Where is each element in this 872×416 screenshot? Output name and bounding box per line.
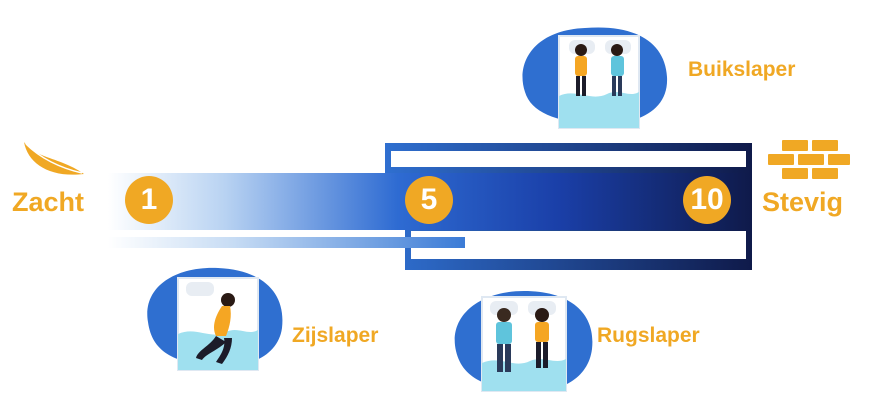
side-sleeper-label: Zijslaper — [292, 324, 379, 347]
brick-wall-icon — [768, 140, 850, 179]
back-sleeper-label: Rugslaper — [597, 324, 700, 347]
scale-mark-1: 1 — [125, 176, 173, 224]
back-sleeper-illustration — [454, 291, 593, 392]
firm-label: Stevig — [762, 187, 844, 217]
scale-mark-5: 5 — [405, 176, 453, 224]
stomach-sleeper-illustration — [522, 27, 668, 129]
feather-icon — [24, 142, 84, 175]
thin-bar — [108, 237, 465, 248]
stomach-sleeper-label: Buikslaper — [688, 58, 796, 81]
side-sleeper-illustration — [147, 267, 283, 371]
scale-mark-10: 10 — [683, 176, 731, 224]
soft-label: Zacht — [12, 187, 85, 217]
